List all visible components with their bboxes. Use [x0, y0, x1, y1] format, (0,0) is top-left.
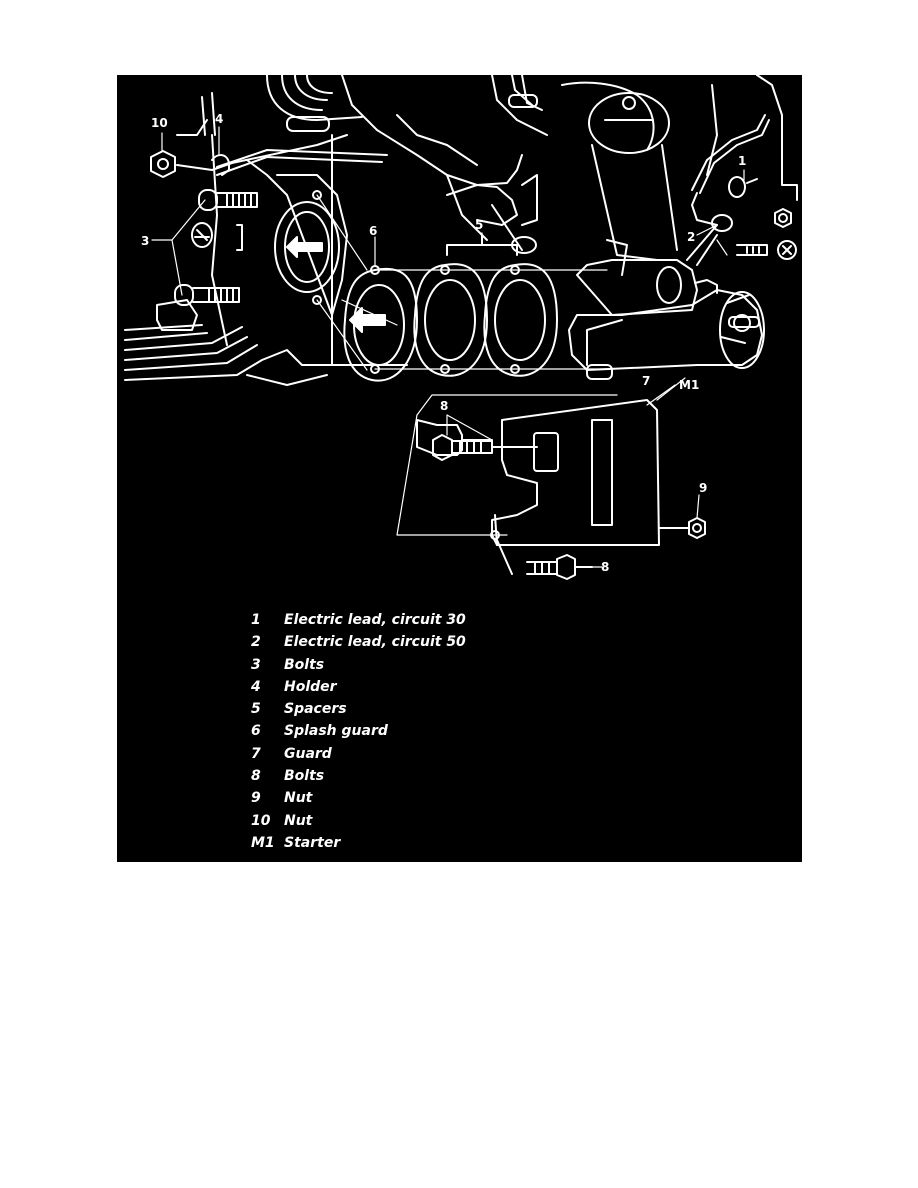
engine-block — [124, 75, 798, 386]
splash-guard — [343, 265, 418, 382]
legend-key: 5 — [251, 701, 261, 718]
legend-description: Nut — [284, 812, 313, 829]
electric-leads — [686, 114, 797, 266]
callout-7: 7 — [642, 374, 651, 388]
legend-item: M1 Starter — [251, 835, 651, 857]
legend-item: 4 Holder — [251, 679, 651, 701]
legend-item: 8 Bolts — [251, 768, 651, 790]
legend-item: 2 Electric lead, circuit 50 — [251, 634, 651, 656]
parts-legend: 1 Electric lead, circuit 30 2 Electric lead… — [251, 612, 651, 857]
leader-lines — [151, 126, 745, 568]
nut-10 — [150, 150, 176, 178]
legend-key: 8 — [251, 768, 261, 785]
legend-item: 10 Nut — [251, 813, 651, 835]
legend-item: 7 Guard — [251, 746, 651, 768]
callout-2: 2 — [687, 230, 696, 244]
legend-key: 4 — [251, 678, 261, 695]
legend-description: Bolts — [284, 768, 325, 785]
legend-description: Electric lead, circuit 50 — [284, 634, 466, 651]
legend-key: M1 — [251, 834, 275, 851]
bolts-3 — [156, 189, 258, 331]
callout-8-upper: 8 — [440, 399, 449, 413]
spacers — [413, 234, 558, 377]
legend-description: Spacers — [284, 701, 347, 718]
legend-key: 1 — [251, 612, 261, 628]
legend-key: 3 — [251, 656, 261, 673]
legend-description: Holder — [284, 678, 337, 695]
legend-key: 9 — [251, 790, 261, 807]
callout-m1: M1 — [679, 378, 700, 392]
callout-4: 4 — [215, 112, 224, 126]
legend-key: 2 — [251, 634, 261, 651]
bolt-8-upper — [432, 434, 538, 461]
callout-5: 5 — [475, 218, 484, 232]
legend-item: 9 Nut — [251, 790, 651, 812]
starter-motor — [568, 239, 765, 380]
legend-key: 6 — [251, 723, 261, 740]
legend-description: Bolts — [284, 656, 325, 673]
guard — [416, 399, 660, 546]
bolt-8-lower — [496, 539, 593, 580]
legend-description: Electric lead, circuit 30 — [284, 612, 466, 628]
legend-description: Nut — [284, 790, 313, 807]
callout-1: 1 — [738, 154, 747, 168]
nut-9 — [658, 517, 706, 539]
legend-description: Guard — [284, 745, 332, 762]
callout-9: 9 — [699, 481, 708, 495]
callout-3: 3 — [141, 234, 150, 248]
legend-description: Starter — [284, 834, 341, 851]
legend-key: 7 — [251, 745, 261, 762]
holder — [201, 92, 388, 176]
legend-key: 10 — [251, 812, 271, 829]
callout-10: 10 — [151, 116, 168, 130]
block-flange — [274, 190, 340, 305]
legend-item: 1 Electric lead, circuit 30 — [251, 612, 651, 634]
diagram-artwork — [124, 75, 798, 580]
legend-description: Splash guard — [284, 723, 388, 740]
alignment-lines — [316, 194, 608, 371]
callout-6: 6 — [369, 224, 378, 238]
legend-item: 6 Splash guard — [251, 723, 651, 745]
legend-item: 3 Bolts — [251, 657, 651, 679]
callout-8-lower: 8 — [601, 560, 610, 574]
legend-item: 5 Spacers — [251, 701, 651, 723]
